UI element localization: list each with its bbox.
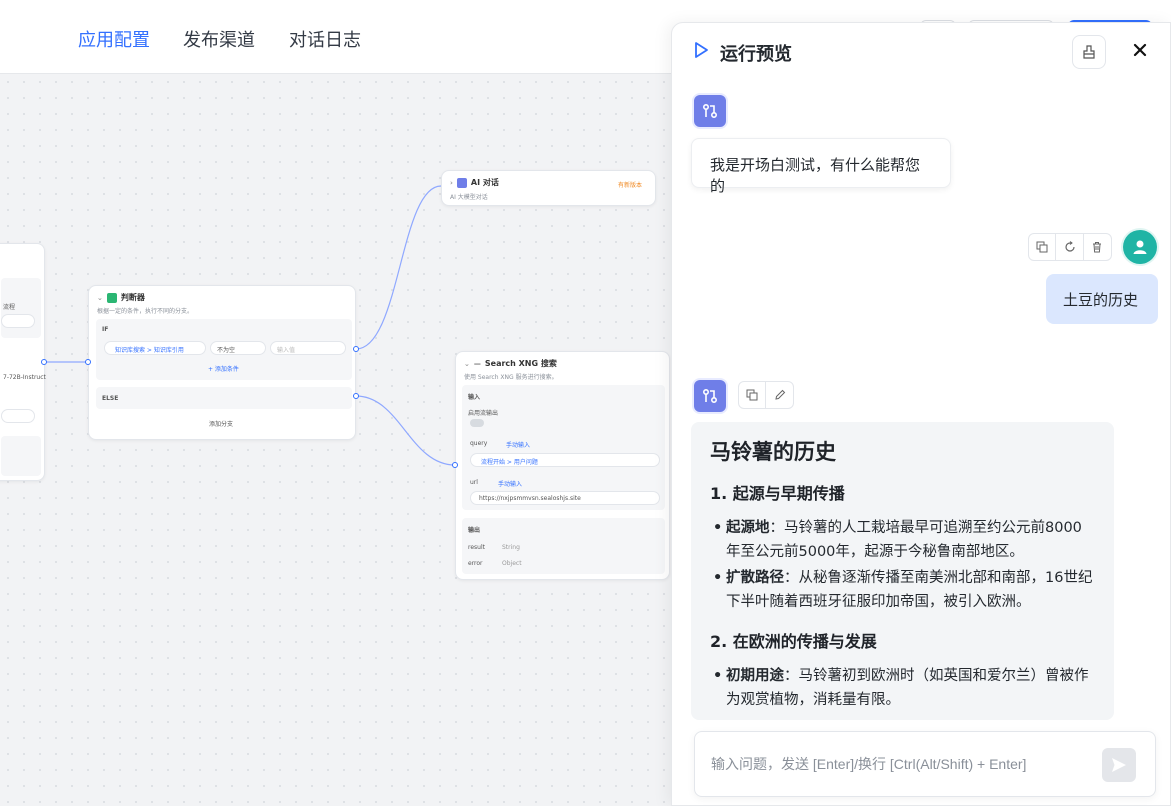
if-label: IF <box>102 326 109 333</box>
condition-variable-select[interactable]: 知识库搜索 > 知识库引用 <box>104 341 206 355</box>
send-icon <box>1112 758 1126 772</box>
condition-operator-select[interactable]: 不为空 <box>210 341 266 355</box>
chat-preview-panel: 运行预览 我是开场白测试，有什么能帮您的 土豆的 <box>671 22 1171 806</box>
search-node-title: Search XNG 搜索 <box>484 359 557 368</box>
ai-node-desc: AI 大模型对话 <box>450 194 488 201</box>
left-partial-node[interactable]: 流程 7-72B-Instruct <box>0 243 46 481</box>
left-node-model: 7-72B-Instruct <box>3 374 46 381</box>
collapse-icon[interactable]: ⌄ <box>97 293 103 302</box>
url-label: url <box>470 479 478 486</box>
user-message-text: 土豆的历史 <box>1063 291 1139 309</box>
ai-chat-node[interactable]: › AI 对话 AI 大模型对话 有新版本 <box>441 170 656 206</box>
greeting-text: 我是开场白测试，有什么能帮您的 <box>710 156 921 195</box>
new-version-badge[interactable]: 有新版本 <box>618 182 643 189</box>
stream-output-label: 启用流输出 <box>468 410 499 417</box>
trash-icon <box>1093 242 1102 253</box>
query-label: query <box>470 440 488 447</box>
add-condition-button[interactable]: + 添加条件 <box>208 366 239 373</box>
stream-toggle[interactable] <box>470 419 484 427</box>
answer-list-item: 扩散路径：从秘鲁逐渐传播至南美洲北部和南部，16世纪下半叶随着西班牙征服印加帝国… <box>710 566 1095 614</box>
user-icon <box>1133 240 1147 254</box>
add-branch-button[interactable]: 添加分支 <box>209 421 234 428</box>
user-message: 土豆的历史 <box>1046 274 1158 324</box>
clear-chat-button[interactable] <box>1072 35 1106 69</box>
workflow-bot-icon <box>702 388 718 404</box>
bot-avatar <box>694 95 726 127</box>
copy-icon <box>1036 241 1048 253</box>
answer-list-item: 初期用途：马铃薯初到欧洲时（如英国和爱尔兰）曾被作为观赏植物，消耗量有限。 <box>710 664 1095 712</box>
answer-section-heading: 2. 在欧洲的传播与发展 <box>710 632 877 651</box>
judge-else-handle[interactable] <box>353 393 359 399</box>
output-error: error <box>468 560 483 567</box>
copy-icon <box>746 389 758 401</box>
chat-input-box <box>694 731 1156 797</box>
copy-button[interactable] <box>739 382 767 408</box>
bot-message-actions <box>738 381 794 409</box>
tab-app-config[interactable]: 应用配置 <box>78 30 150 51</box>
search-output-section: 输出 result String error Object <box>462 518 665 574</box>
output-result: result <box>468 544 485 551</box>
if-branch: IF 知识库搜索 > 知识库引用 不为空 输入值 + 添加条件 <box>96 319 352 380</box>
query-input[interactable]: 流程开始 > 用户问题 <box>470 453 660 467</box>
ai-node-icon <box>456 177 467 188</box>
condition-value-input[interactable]: 输入值 <box>270 341 346 355</box>
close-panel-button[interactable] <box>1128 38 1152 62</box>
workflow-bot-icon <box>702 103 718 119</box>
search-input-handle[interactable] <box>452 462 458 468</box>
bot-avatar <box>694 380 726 412</box>
panel-title: 运行预览 <box>720 44 792 65</box>
judge-icon <box>106 292 117 303</box>
greeting-message: 我是开场白测试，有什么能帮您的 <box>691 138 951 195</box>
chevron-right-icon[interactable]: › <box>450 178 453 187</box>
play-icon <box>695 42 708 58</box>
user-avatar <box>1123 230 1157 264</box>
refresh-icon <box>1064 241 1075 252</box>
regenerate-button[interactable] <box>1056 234 1084 260</box>
user-message-actions <box>1028 233 1112 261</box>
pencil-icon <box>774 389 785 400</box>
close-icon <box>1133 43 1147 57</box>
tab-chat-logs[interactable]: 对话日志 <box>289 30 361 51</box>
collapse-icon[interactable]: ⌄ <box>464 359 470 368</box>
url-input[interactable]: https://nxjpsmmvsn.sealoshjs.site <box>470 491 660 505</box>
judge-input-handle[interactable] <box>85 359 91 365</box>
answer-title: 马铃薯的历史 <box>710 440 836 464</box>
search-xng-node[interactable]: ⌄ — Search XNG 搜索 使用 Search XNG 服务进行搜索。 … <box>455 351 670 580</box>
broom-icon <box>1083 45 1095 59</box>
ai-node-title: AI 对话 <box>470 178 499 187</box>
bot-answer: 马铃薯的历史 1. 起源与早期传播 起源地：马铃薯的人工栽培最早可追溯至约公元前… <box>691 422 1114 720</box>
else-branch: ELSE <box>96 387 352 409</box>
judge-node-title: 判断器 <box>120 293 145 302</box>
judge-node[interactable]: ⌄ 判断器 根据一定的条件，执行不同的分支。 IF 知识库搜索 > 知识库引用 … <box>88 285 356 440</box>
judge-node-desc: 根据一定的条件，执行不同的分支。 <box>97 308 194 315</box>
search-input-section: 输入 启用流输出 query 手动输入 流程开始 > 用户问题 url 手动输入… <box>462 385 665 510</box>
answer-section-heading: 1. 起源与早期传播 <box>710 484 845 503</box>
answer-list-item: 起源地：马铃薯的人工栽培最早可追溯至约公元前8000年至公元前5000年，起源于… <box>710 516 1095 564</box>
copy-button[interactable] <box>1029 234 1057 260</box>
left-node-label: 流程 <box>3 304 16 311</box>
search-node-icon: — <box>473 359 481 368</box>
search-node-desc: 使用 Search XNG 服务进行搜索。 <box>464 374 558 381</box>
judge-if-handle[interactable] <box>353 346 359 352</box>
send-button[interactable] <box>1102 748 1136 782</box>
left-node-output-handle[interactable] <box>41 359 47 365</box>
chat-input[interactable] <box>711 754 1101 778</box>
delete-button[interactable] <box>1084 234 1111 260</box>
tab-publish-channel[interactable]: 发布渠道 <box>183 30 255 51</box>
edit-button[interactable] <box>766 382 793 408</box>
